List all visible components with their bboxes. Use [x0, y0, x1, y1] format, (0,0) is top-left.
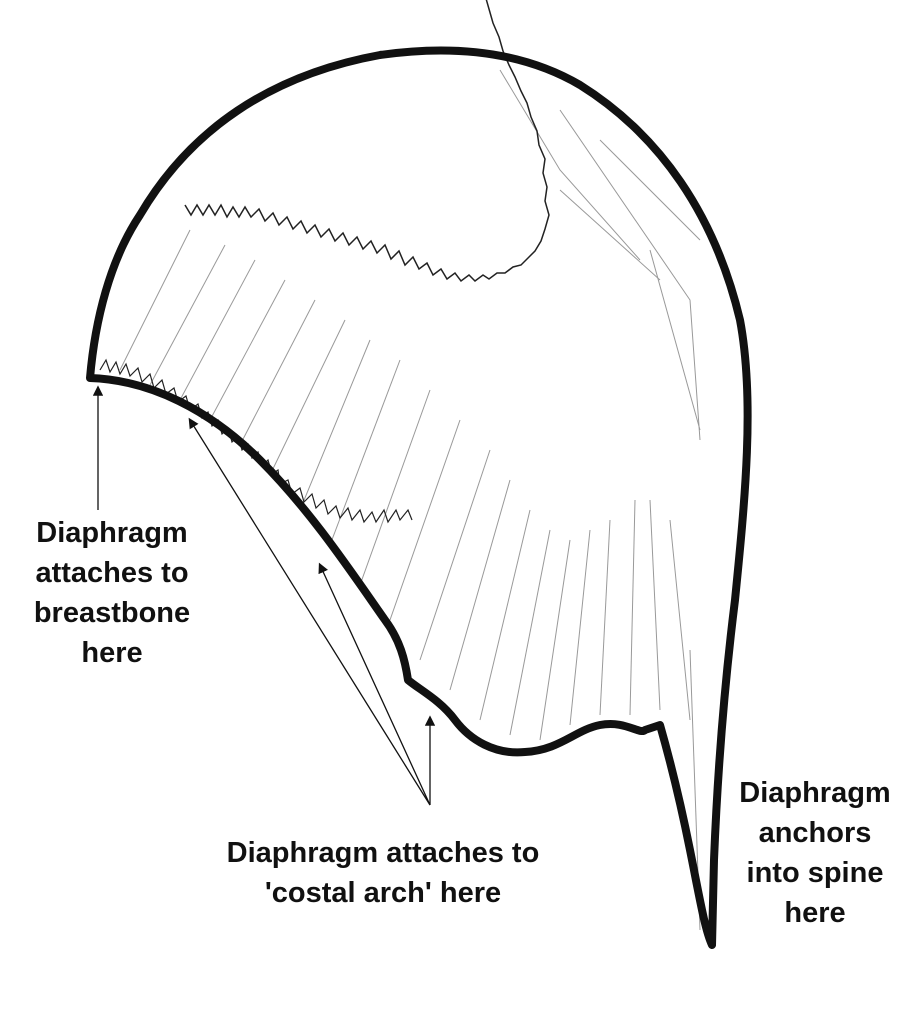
breastbone-label: Diaphragm attaches to breastbone here	[12, 513, 212, 673]
costal-arch-label: Diaphragm attaches to 'costal arch' here	[173, 833, 593, 913]
label-line: Diaphragm	[36, 517, 188, 549]
diaphragm-outline	[86, 46, 752, 949]
costal-arrow-1	[188, 417, 431, 806]
annotation-arrows	[92, 385, 436, 806]
label-line: anchors	[758, 817, 872, 849]
central-tendon-edge	[184, 0, 550, 283]
label-line: here	[81, 637, 143, 669]
label-line: attaches to	[35, 557, 189, 589]
costal-attachment-serration	[99, 358, 413, 524]
muscle-fiber-hatching	[119, 69, 701, 931]
label-line: breastbone	[33, 597, 191, 629]
label-line: 'costal arch' here	[264, 877, 502, 909]
costal-arrow-2	[318, 562, 431, 806]
label-line: into spine	[746, 857, 884, 889]
label-line: Diaphragm	[739, 777, 891, 809]
spine-label: Diaphragm anchors into spine here	[715, 773, 915, 933]
label-line: here	[784, 897, 846, 929]
label-line: Diaphragm attaches to	[226, 837, 540, 869]
